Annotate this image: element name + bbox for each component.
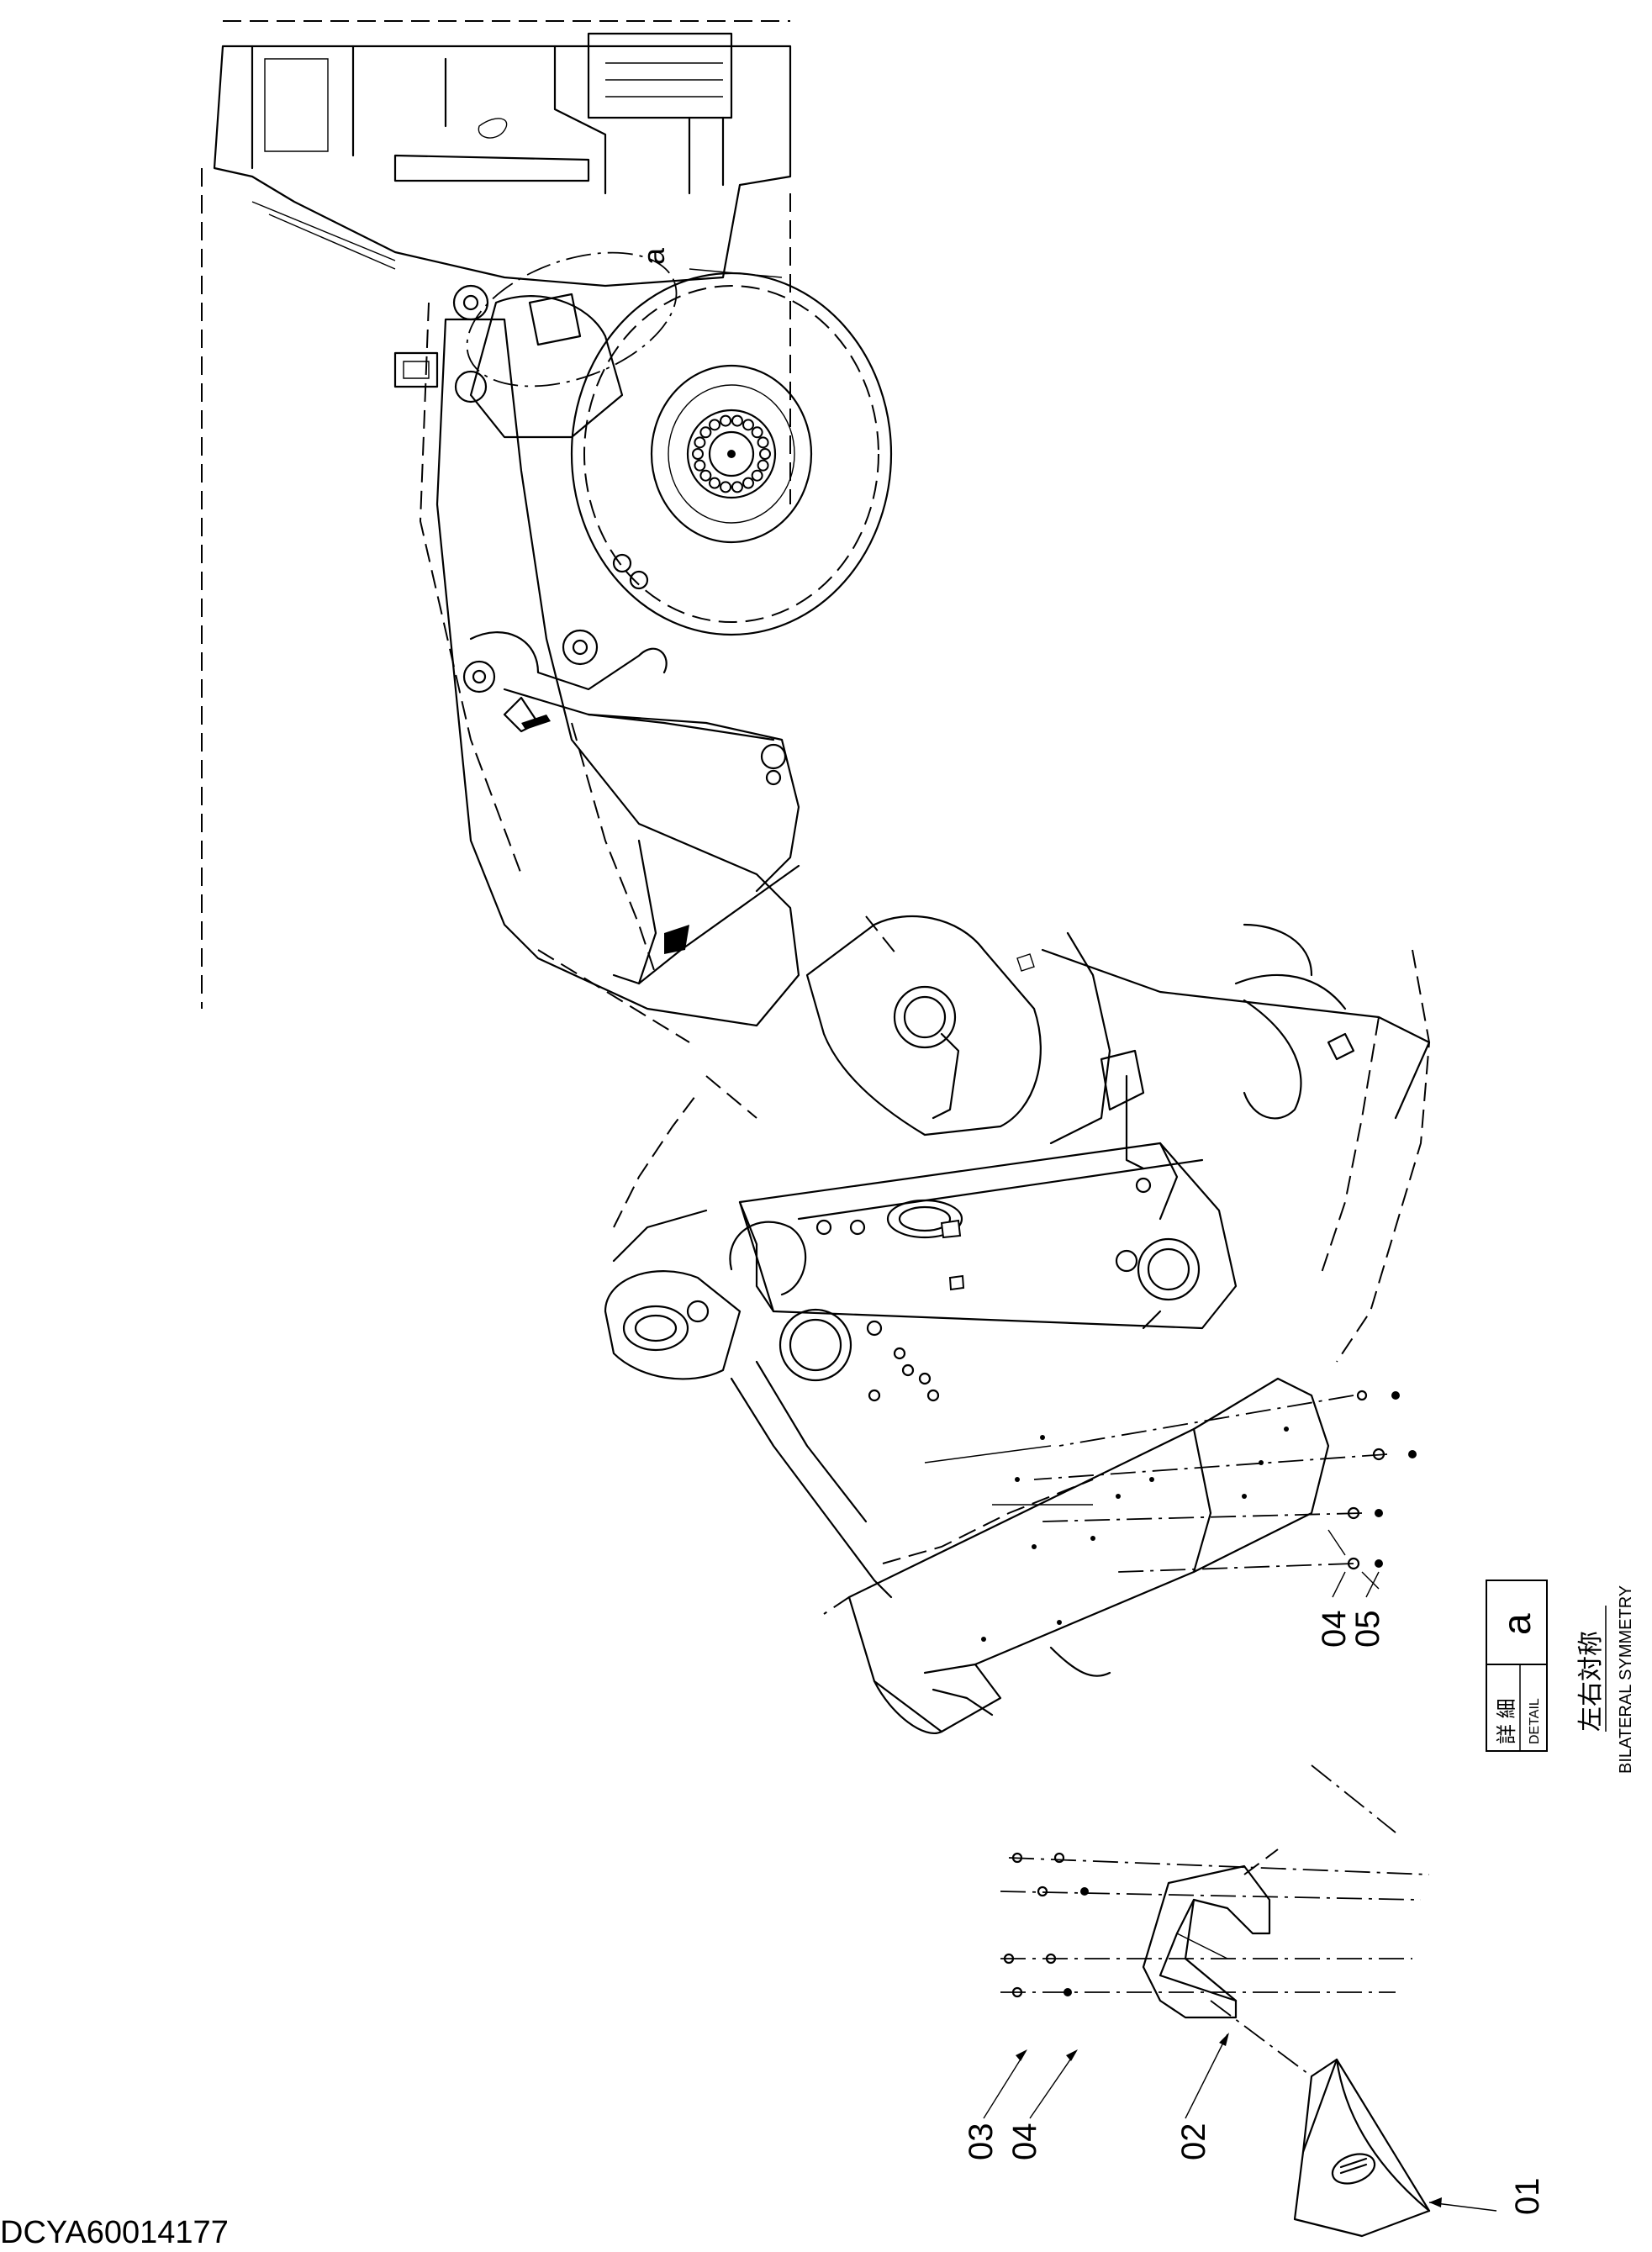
part-label-01: 01: [1509, 2178, 1546, 2216]
machine-overview: a: [201, 20, 893, 1043]
hub-bolt: [692, 448, 704, 460]
hub-bolt: [709, 419, 720, 431]
hub-bolt: [757, 436, 769, 449]
hub-bolt: [759, 448, 771, 460]
detail-label-jp: 詳 細: [1496, 1698, 1518, 1744]
part-label-03: 03: [963, 2123, 1000, 2161]
hub-bolt: [694, 459, 706, 472]
part-number-labels: 01 02 03 04 04 05: [963, 1611, 1546, 2216]
hub-bolt: [751, 469, 763, 482]
part-label-04-lower: 04: [1006, 2123, 1043, 2161]
part-label-05: 05: [1349, 1611, 1386, 1648]
hub-bolt: [731, 414, 743, 427]
symmetry-en: BILATERAL SYMMETRY: [1617, 1585, 1635, 1774]
symmetry-note: 左右対称 BILATERAL SYMMETRY: [1577, 1585, 1635, 1774]
hub-bolt: [699, 426, 712, 439]
hub-bolt: [742, 477, 754, 489]
hub-bolt: [709, 477, 720, 489]
hub-bolt: [751, 426, 763, 439]
document-id: DCYA60014177: [0, 2215, 229, 2250]
hub-bolt: [699, 469, 712, 482]
hub-bolt: [742, 419, 754, 431]
hub-bolt: [757, 459, 769, 472]
part-label-04-upper: 04: [1316, 1611, 1353, 1648]
wheel-hub-bolts: [686, 409, 777, 499]
hub-bolt: [720, 414, 732, 427]
hub-bolt: [720, 481, 732, 493]
detail-label-en: DETAIL: [1528, 1698, 1542, 1744]
part-label-02: 02: [1175, 2123, 1212, 2161]
fender-detail-view: [604, 915, 1497, 2238]
detail-letter: a: [1495, 1613, 1539, 1635]
hub-bolt: [694, 436, 706, 449]
symmetry-jp: 左右対称: [1577, 1631, 1605, 1732]
detail-label-box: 詳 細 DETAIL a: [1486, 1580, 1548, 1752]
overview-callout-letter: a: [636, 247, 671, 265]
hub-bolt: [731, 481, 743, 493]
